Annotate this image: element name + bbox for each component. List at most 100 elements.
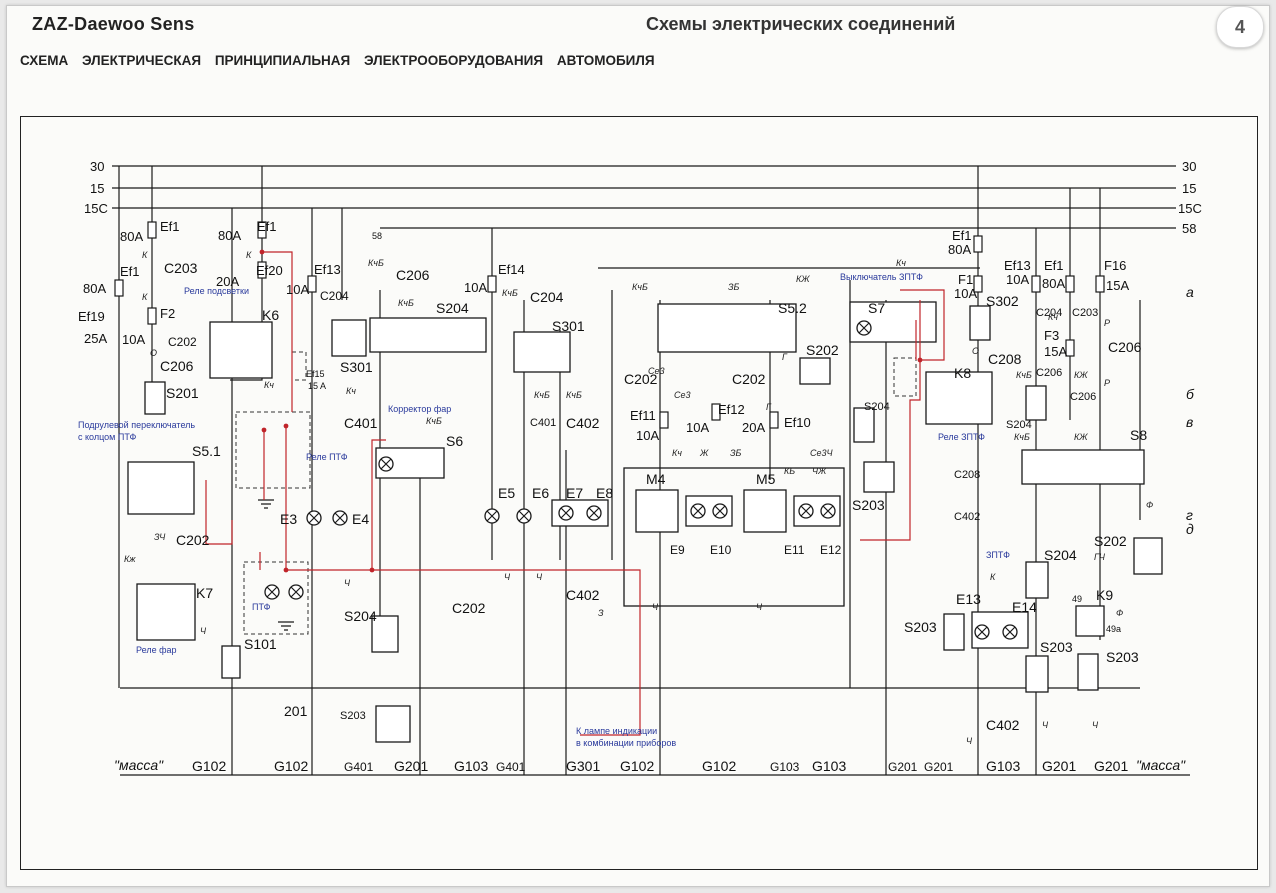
component-label: K6 [262, 307, 279, 323]
ground-label: 201 [284, 703, 308, 719]
wire-code: КчБ [426, 416, 442, 426]
k9-relay [1075, 605, 1105, 637]
e3-lamp [306, 510, 322, 526]
wire-code: Се3Ч [810, 448, 834, 458]
wire-code: КБ [784, 466, 795, 476]
connector-label: C204 [1036, 307, 1062, 319]
component-label: S6 [446, 433, 463, 449]
ground-label: G201 [394, 758, 428, 774]
e7-lamp [558, 505, 574, 521]
fuse-rating: 10A [122, 332, 145, 347]
ground-label: "масса" [1136, 757, 1186, 773]
annotation-text: Подрулевой переключатель [78, 420, 195, 430]
wire-code: З [598, 608, 604, 618]
s203-c-switch [943, 613, 965, 651]
fuse-rating: 80A [1042, 276, 1065, 291]
fuse-label: Ef13 [1004, 258, 1031, 273]
component-label: S301 [340, 359, 373, 375]
fuse-rating: 15A [1106, 278, 1129, 293]
wire-code: Кж [124, 554, 136, 564]
connector-label: C206 [160, 358, 194, 374]
output-label: д [1186, 521, 1194, 537]
e9-lamp [690, 503, 706, 519]
annotation-text: Реле подсветки [184, 286, 249, 296]
component-label: S204 [864, 401, 890, 413]
wire-code: ЗЧ [154, 532, 166, 542]
connector-label: C206 [1108, 339, 1142, 355]
component-label: E6 [532, 485, 549, 501]
ground-label: G201 [1094, 758, 1128, 774]
connector-label: C208 [988, 351, 1022, 367]
wire-code: Ч [1092, 720, 1099, 730]
wire-code: КЖ [1074, 370, 1088, 380]
fuse-rating: 25A [84, 331, 107, 346]
connector-label: C202 [624, 371, 658, 387]
wire-code: Р [1104, 378, 1110, 388]
bus-15-label-right: 15 [1182, 181, 1196, 196]
ground-label: G102 [192, 758, 226, 774]
e4-lamp [332, 510, 348, 526]
s203-b-switch [863, 461, 895, 493]
fuse-label: Ef14 [498, 262, 525, 277]
e14-lamp [1002, 624, 1018, 640]
component-label: S5.2 [778, 300, 807, 316]
fuse-rating: 20A [216, 274, 239, 289]
wire-code: Ж [699, 448, 709, 458]
s302-switch [969, 305, 991, 341]
fuse-label: Ef1 [1044, 258, 1064, 273]
bus-58-label-right: 58 [1182, 221, 1196, 236]
wire-code: КчБ [368, 258, 384, 268]
wire-code: Кч [346, 386, 356, 396]
connector-label: C206 [1036, 367, 1062, 379]
wire-code: ЗБ [730, 448, 742, 458]
subtitle-word: СХЕМА [20, 53, 69, 68]
bus-58-pin: 58 [372, 231, 382, 241]
component-label: S302 [986, 293, 1019, 309]
diagram-frame [20, 116, 1258, 870]
s101-switch [221, 645, 241, 679]
annotation-text: в комбинации приборов [576, 738, 676, 748]
wire-code: Г [782, 352, 788, 362]
connector-label: C401 [344, 415, 378, 431]
wire-code: ЗБ [728, 282, 740, 292]
s5-2-switch [657, 303, 797, 353]
s203-d-switch [1025, 655, 1049, 693]
s301-a-switch [331, 319, 367, 357]
ground-label: G102 [274, 758, 308, 774]
component-label: S203 [852, 497, 885, 513]
component-label: E14 [1012, 599, 1037, 615]
component-label: S204 [1006, 419, 1032, 431]
ground-label: G102 [620, 758, 654, 774]
wire-code: ГЧ [1094, 552, 1106, 562]
wire-code: Кч [1048, 312, 1058, 322]
component-label: E10 [710, 543, 732, 557]
fuse-label: Ef13 [314, 262, 341, 277]
wire-code: КчБ [1014, 432, 1030, 442]
component-label: S201 [166, 385, 199, 401]
fuse-rating: 10A [686, 420, 709, 435]
connector-label: C402 [954, 511, 980, 523]
ground-label: G401 [496, 760, 526, 774]
component-label: S204 [436, 300, 469, 316]
wire-code: К [142, 292, 148, 302]
fuse-rating: 80A [83, 281, 106, 296]
fuse-label: F3 [1044, 328, 1059, 343]
fuse-label: Ef11 [630, 408, 656, 423]
component-label: S204 [1044, 547, 1077, 563]
s301-b-switch [513, 331, 571, 373]
m5-motor [743, 489, 787, 533]
connector-label: C401 [530, 417, 556, 429]
output-label: в [1186, 414, 1193, 430]
component-label: S202 [806, 342, 839, 358]
ground-label: G103 [454, 758, 488, 774]
pin-label: 49а [1106, 624, 1121, 634]
component-label: S101 [244, 636, 277, 652]
component-label: E5 [498, 485, 515, 501]
fuse-rating: 10A [464, 280, 487, 295]
wire-code: КЖ [796, 274, 810, 284]
component-label: E13 [956, 591, 981, 607]
output-label: г [1186, 507, 1193, 523]
connector-label: C202 [452, 600, 486, 616]
connector-label: C204 [530, 289, 564, 305]
